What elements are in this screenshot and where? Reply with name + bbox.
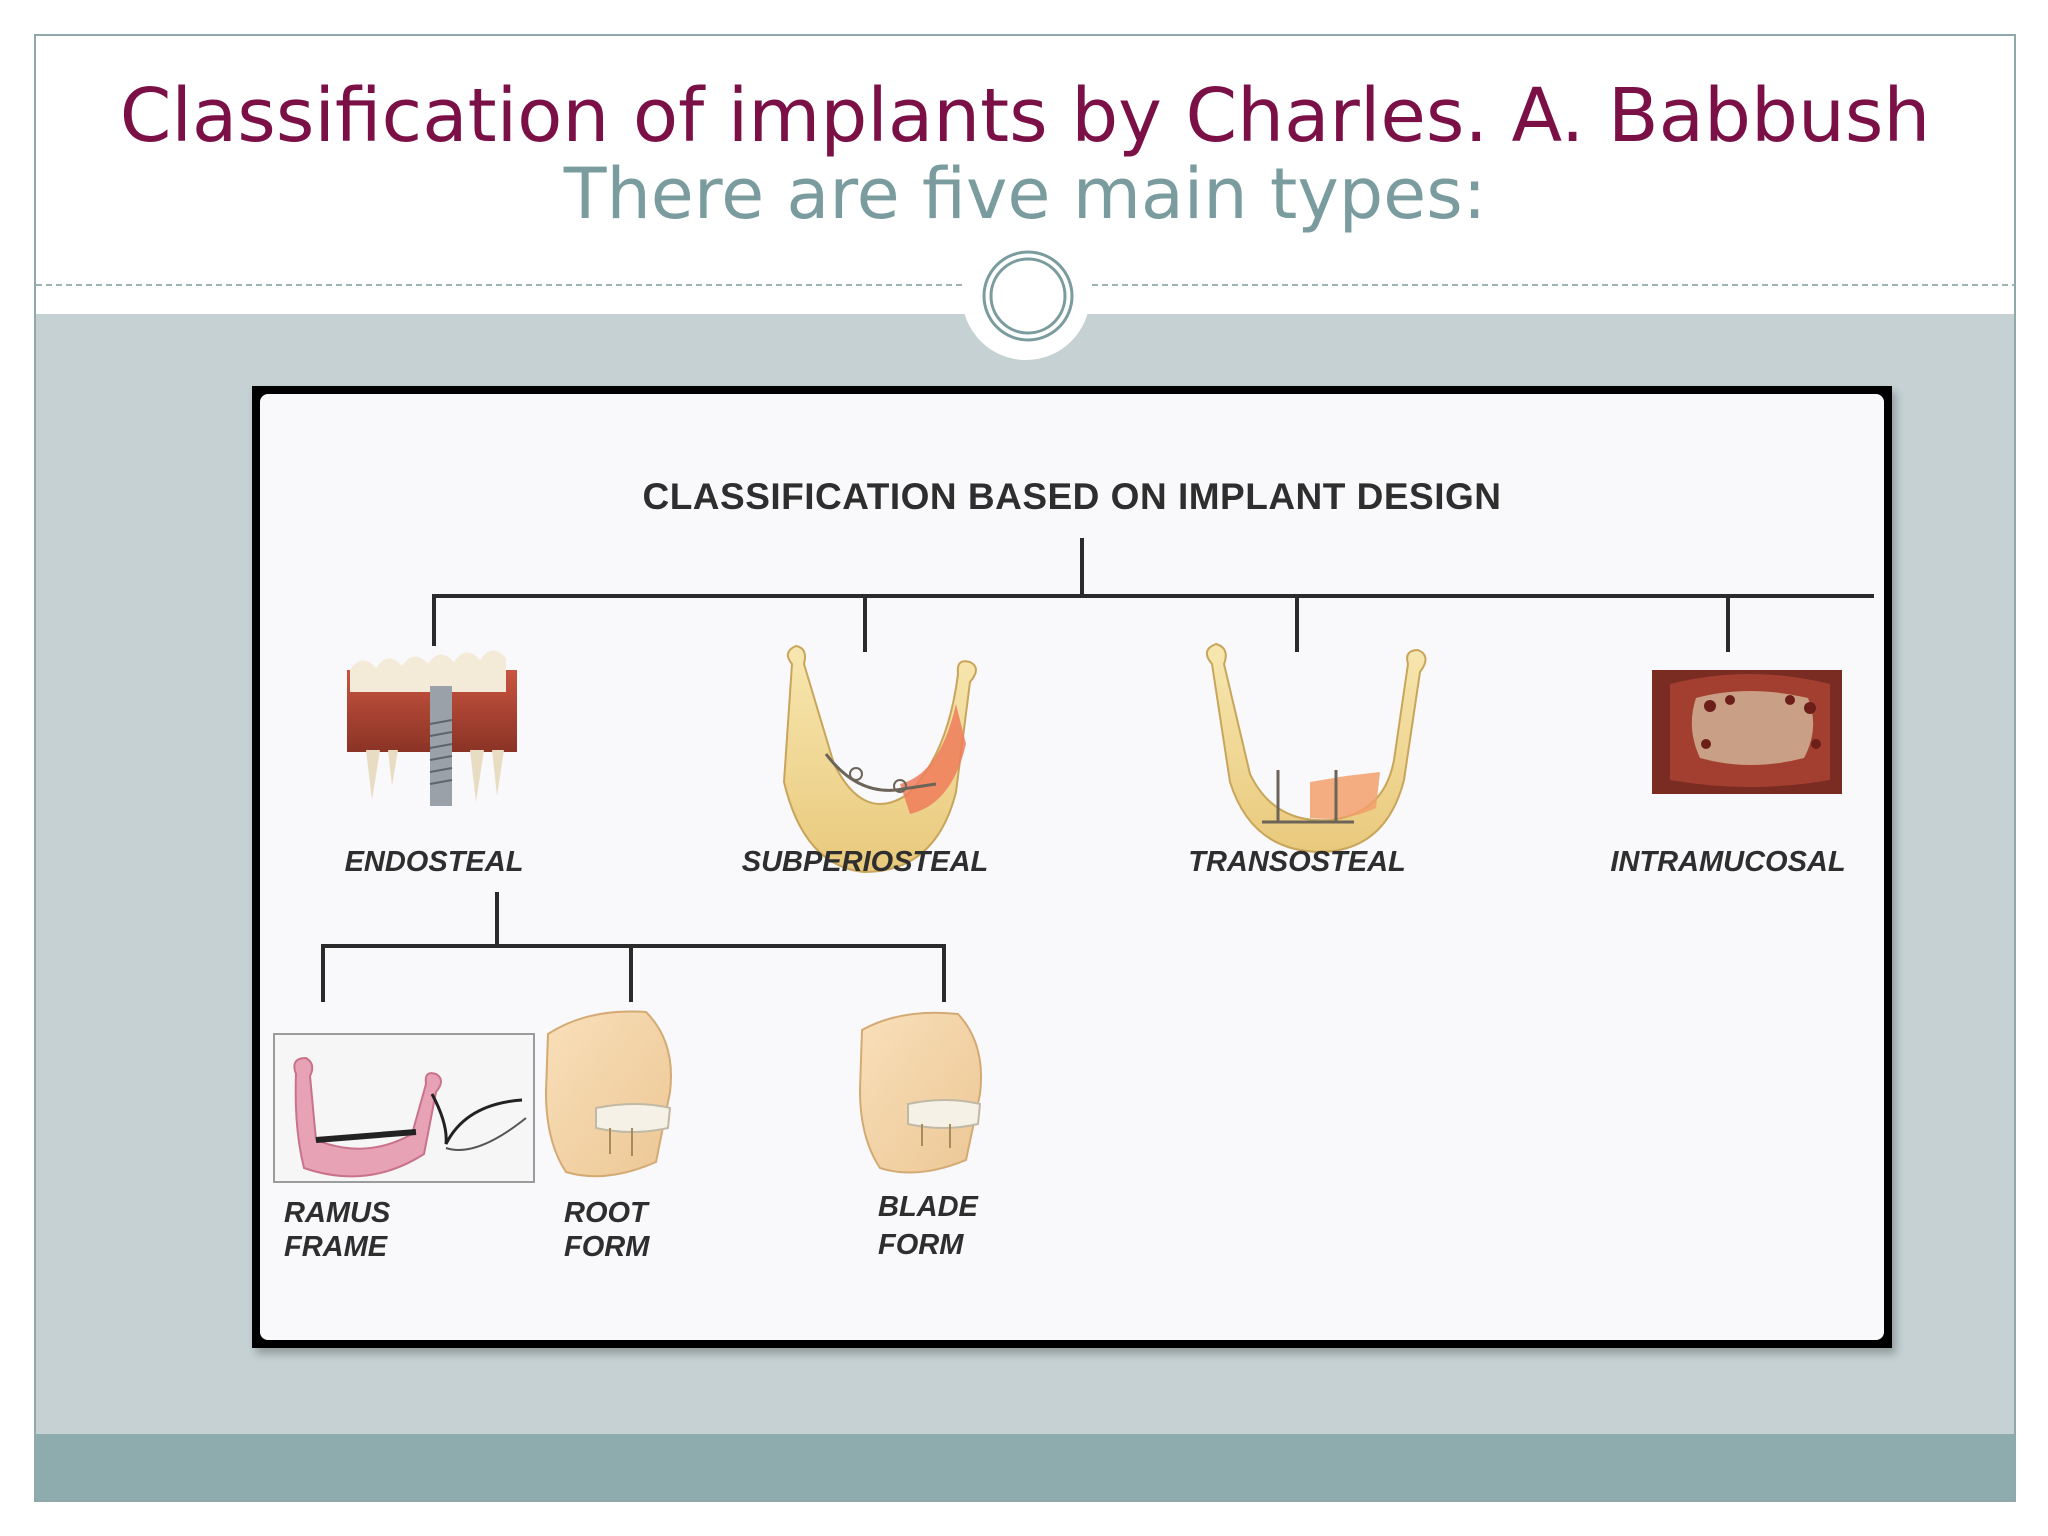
transosteal-mandible-image [1205, 642, 1427, 854]
ramus-frame-image [273, 1033, 535, 1183]
type-label-subperiosteal: SUBPERIOSTEAL [741, 846, 989, 878]
figure-canvas: CLASSIFICATION BASED ON IMPLANT DESIGN E… [260, 394, 1884, 1340]
slide: Classification of implants by Charles. A… [34, 34, 2016, 1502]
intramucosal-palate-image [1652, 670, 1842, 794]
subtype-label-line: FORM [564, 1231, 650, 1263]
subtype-label-line: ROOT [564, 1197, 648, 1229]
type-label-transosteal: TRANSOSTEAL [1188, 846, 1406, 878]
header-divider-left [36, 284, 962, 286]
subperiosteal-mandible-image [782, 644, 977, 874]
root-form-jaw-image [544, 1010, 672, 1178]
endosteal-implant-teeth-image [347, 650, 517, 806]
blade-form-jaw-image [858, 1011, 983, 1174]
subtype-label-line: BLADE [878, 1191, 978, 1223]
type-label-endosteal: ENDOSTEAL [344, 846, 524, 878]
circle-ornament-icon [982, 250, 1074, 342]
type-label-intramucosal: INTRAMUCOSAL [1610, 846, 1846, 878]
subtype-label-line: FRAME [284, 1231, 388, 1263]
subtype-label-root-form: ROOT FORM [564, 1196, 649, 1264]
subtype-label-line: FORM [878, 1229, 964, 1261]
subtype-label-line: RAMUS [284, 1197, 391, 1229]
classification-figure: CLASSIFICATION BASED ON IMPLANT DESIGN E… [252, 386, 1892, 1348]
tree-connectors [321, 538, 1874, 1002]
subtype-label-ramus-frame: RAMUS FRAME [284, 1196, 390, 1264]
diagram-title: CLASSIFICATION BASED ON IMPLANT DESIGN [642, 476, 1502, 517]
subtype-label-blade-form: BLADE FORM [878, 1190, 978, 1262]
slide-subtitle: There are five main types: [563, 153, 1487, 235]
slide-title: Classification of implants by Charles. A… [119, 73, 1931, 159]
diagram-art [273, 538, 1874, 1183]
header-divider-right [1092, 284, 2014, 286]
footer-band [36, 1434, 2014, 1500]
